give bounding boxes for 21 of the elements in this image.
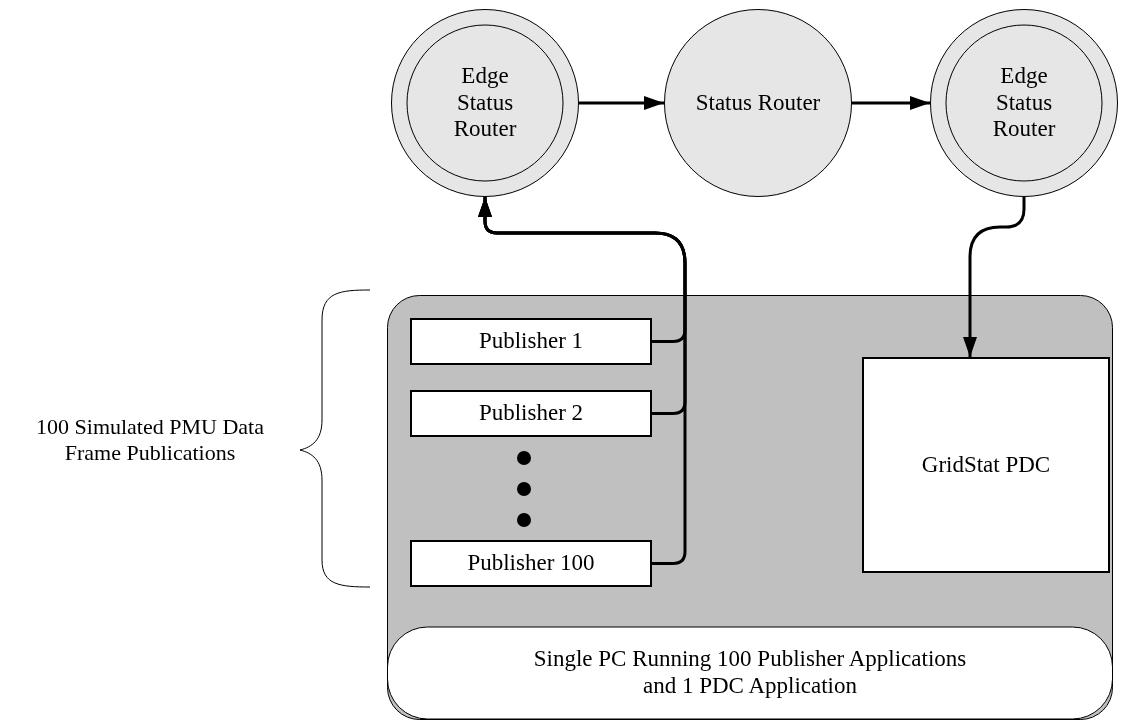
arrow: [579, 96, 664, 110]
node-label: Edge Status Router: [991, 61, 1057, 144]
application-box: [862, 357, 1110, 573]
node-label: Status Router: [694, 88, 822, 117]
bracket-label: 100 Simulated PMU Data Frame Publications: [35, 413, 265, 467]
node-label: Publisher 2: [477, 399, 585, 428]
edge-router-circle: [930, 9, 1118, 197]
router-circle: [664, 9, 852, 197]
node-label: Single PC Running 100 Publisher Applications and 1 PDC Application: [532, 644, 968, 700]
application-box: [410, 540, 652, 587]
pc-panel: [387, 295, 1113, 720]
arrow: [963, 197, 1026, 357]
node-label: Edge Status Router: [452, 61, 518, 144]
application-box: [410, 318, 652, 365]
arrow: [852, 96, 930, 110]
arrow: [478, 197, 687, 565]
node-label: Publisher 100: [466, 549, 596, 578]
node-label: Publisher 1: [477, 327, 585, 356]
application-box: [410, 390, 652, 437]
edge-router-circle: [391, 9, 579, 197]
node-label: GridStat PDC: [920, 450, 1052, 479]
